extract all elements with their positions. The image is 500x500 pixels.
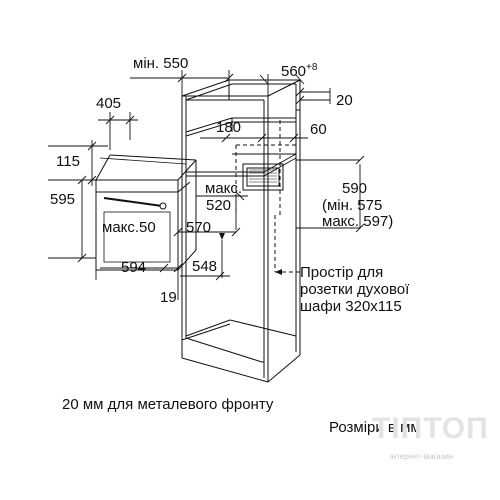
dimension-595: 595: [50, 191, 76, 208]
socket-space-line-2: розетки духової: [300, 280, 410, 298]
dimension-lines: [48, 70, 365, 300]
watermark-subtitle: інтернет-магазин: [390, 452, 454, 461]
dimension-20: 20: [336, 92, 353, 109]
cabinet-outline: [181, 79, 301, 383]
dimension-548: 548: [192, 258, 218, 275]
dimension-60: 60: [310, 121, 327, 138]
oven-body: [95, 154, 197, 271]
dimension-115: 115: [56, 153, 80, 170]
dimension-594: 594: [121, 259, 147, 276]
oven-shelf: [186, 153, 297, 191]
watermark-logo: ТІПТОП: [372, 412, 489, 445]
dimension-560-value: 560: [281, 63, 307, 80]
dimension-520: 520: [206, 197, 232, 214]
socket-space-note: Простір для розетки духової шафи 320x115: [300, 264, 410, 315]
dimension-560-tolerance: +8: [306, 62, 318, 73]
dimension-405: 405: [96, 95, 122, 112]
dimension-min-575: (мін. 575: [322, 197, 383, 214]
dimension-180: 180: [216, 119, 242, 136]
dimension-max-50: макс.50: [102, 219, 156, 236]
socket-space-line-1: Простір для: [300, 264, 384, 281]
metal-front-note: 20 мм для металевого фронту: [62, 396, 274, 413]
dimension-570: 570: [186, 219, 212, 236]
dimension-max-label: макс.: [205, 180, 243, 197]
units-note: Розміри в мм: [329, 419, 421, 436]
dimension-560: 560+8: [281, 62, 317, 81]
dimension-min-550: мін. 550: [133, 55, 189, 72]
dimension-590: 590: [342, 180, 368, 197]
arrow-socket: [275, 269, 282, 275]
dimension-19: 19: [160, 289, 177, 306]
dimension-max-597: макс. 597): [322, 213, 394, 230]
arrow-570: [219, 233, 225, 240]
socket-space-line-3: шафи 320x115: [300, 297, 402, 315]
